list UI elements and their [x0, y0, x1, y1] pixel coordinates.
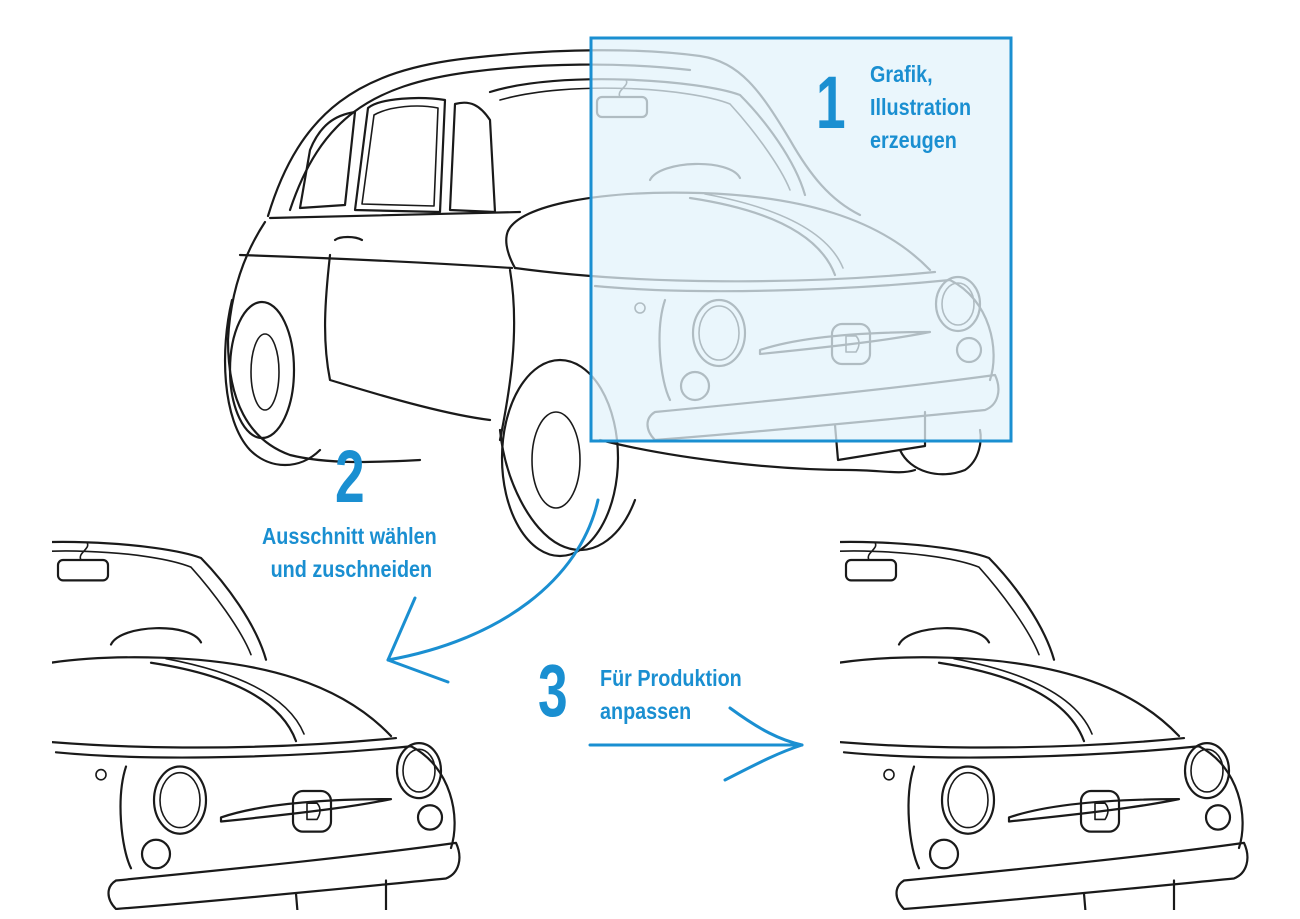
- car-illustration: [223, 49, 1000, 558]
- step-2-label: Ausschnitt wählen und zuschneiden: [262, 523, 437, 582]
- step-3-number: 3: [538, 649, 568, 732]
- arrow-production: [588, 706, 804, 782]
- arrow-crop: [386, 498, 600, 684]
- step-2-number: 2: [335, 435, 365, 518]
- production-car-front: [840, 540, 1249, 910]
- crop-selection-box: [589, 36, 1013, 443]
- step-1-label: Grafik, Illustration erzeugen: [870, 61, 972, 153]
- step-1-number: 1: [816, 61, 846, 144]
- cropped-car-front: [52, 540, 461, 910]
- step-3-label: Für Produktion anpassen: [600, 665, 742, 724]
